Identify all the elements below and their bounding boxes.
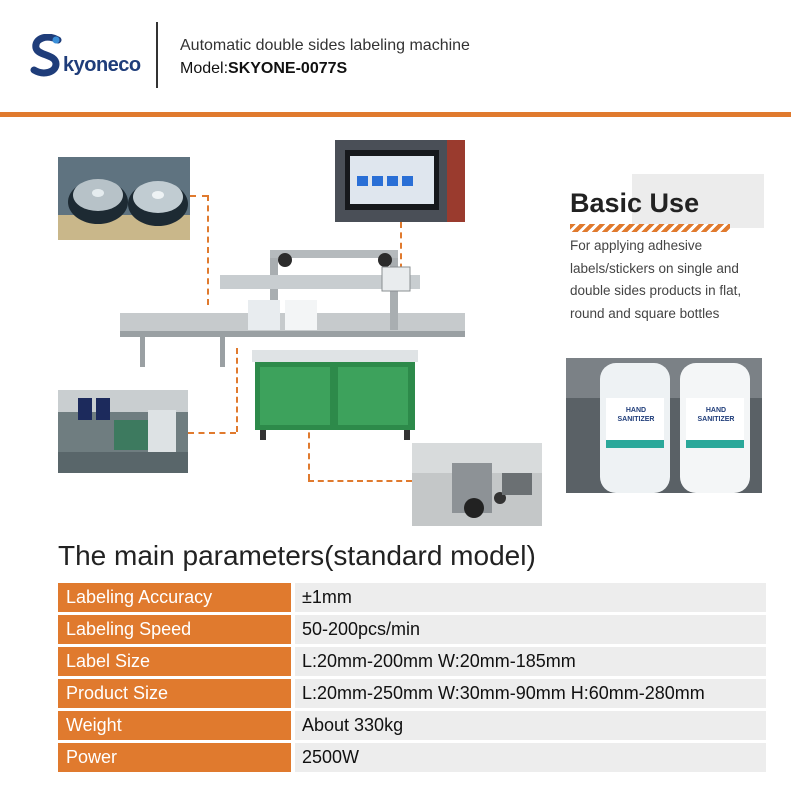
basic-use-backdrop: [632, 174, 764, 228]
parameter-label: Labeling Speed: [58, 615, 291, 644]
parameter-row: Power 2500W: [58, 743, 766, 772]
basic-use-underline: [570, 224, 730, 232]
parameter-row: Weight About 330kg: [58, 711, 766, 740]
logo-s-mark-icon: [30, 34, 62, 77]
bottle-label-text: SANITIZER: [617, 416, 655, 423]
model-label: Model:: [180, 60, 229, 77]
photo-touch-screen: [335, 140, 465, 222]
connector-line: [190, 195, 208, 197]
connector-line: [188, 432, 236, 434]
parameter-row: Labeling Speed 50-200pcs/min: [58, 615, 766, 644]
bottle-label-text: SANITIZER: [697, 416, 735, 423]
parameter-row: Label Size L:20mm-200mm W:20mm-185mm: [58, 647, 766, 676]
header-divider: [156, 22, 158, 88]
basic-use-description: For applying adhesive labels/stickers on…: [570, 238, 742, 321]
parameters-title: The main parameters(standard model): [58, 540, 536, 571]
photo-labeling-machine: [120, 245, 465, 445]
bottle-label-text: HAND: [625, 407, 647, 414]
connector-line: [207, 195, 209, 305]
parameter-label: Label Size: [58, 647, 291, 676]
parameter-value: L:20mm-250mm W:30mm-90mm H:60mm-280mm: [295, 679, 766, 708]
bottle-label-right: HAND SANITIZER: [692, 406, 740, 424]
model-value: SKYONE-0077S: [228, 60, 348, 77]
parameter-label: Weight: [58, 711, 291, 740]
parameter-label: Product Size: [58, 679, 291, 708]
photo-applicator-wheels: [58, 157, 190, 240]
parameter-label: Labeling Accuracy: [58, 583, 291, 612]
photo-sample-bottles: HAND SANITIZER HAND SANITIZER: [566, 358, 762, 493]
connector-line: [400, 222, 402, 280]
parameters-table: Labeling Accuracy ±1mm Labeling Speed 50…: [58, 583, 766, 775]
photo-sensor-detail: [58, 390, 188, 473]
parameter-value: 50-200pcs/min: [295, 615, 766, 644]
basic-use-title: Basic Use: [570, 188, 700, 218]
parameter-value: L:20mm-200mm W:20mm-185mm: [295, 647, 766, 676]
connector-line: [236, 348, 238, 432]
parameter-value: 2500W: [295, 743, 766, 772]
parameter-row: Product Size L:20mm-250mm W:30mm-90mm H:…: [58, 679, 766, 708]
photo-conveyor-detail: [412, 443, 542, 526]
page-title: Automatic double sides labeling machine: [180, 37, 470, 54]
parameter-value: About 330kg: [295, 711, 766, 740]
bottle-label-left: HAND SANITIZER: [612, 406, 660, 424]
company-logo: kyoneco: [30, 30, 150, 90]
parameter-label: Power: [58, 743, 291, 772]
parameter-value: ±1mm: [295, 583, 766, 612]
parameter-row: Labeling Accuracy ±1mm: [58, 583, 766, 612]
logo-text: kyoneco: [63, 54, 141, 76]
bottle-label-text: HAND: [705, 407, 727, 414]
connector-line: [308, 480, 412, 482]
model-line: Model:SKYONE-0077S: [180, 60, 347, 78]
header-rule: [0, 112, 791, 117]
